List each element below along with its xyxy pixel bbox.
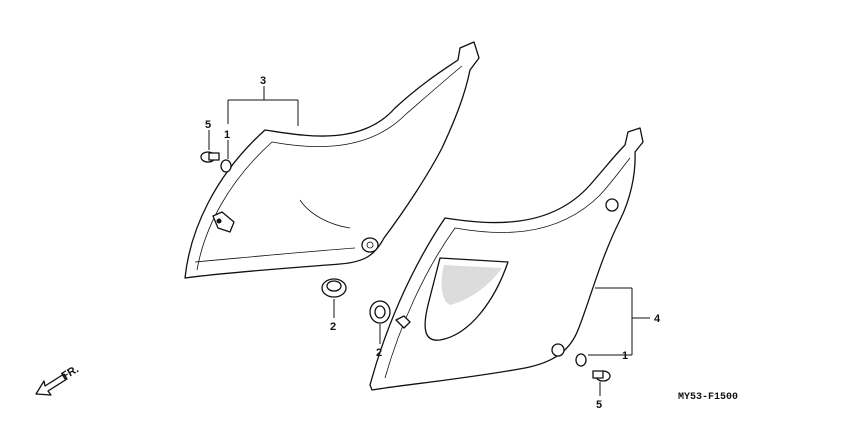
callout-1-right: 1 [622, 350, 628, 362]
right-side-cover [369, 127, 644, 391]
collar-left [220, 159, 232, 173]
callout-3: 3 [260, 75, 266, 87]
left-side-cover [184, 41, 480, 279]
callouts: 3 5 1 2 2 4 1 5 [205, 75, 661, 411]
bolt-left [200, 151, 220, 163]
bolt-right [592, 370, 611, 382]
front-arrow-icon [35, 373, 68, 396]
callout-5-left: 5 [205, 119, 211, 131]
grommet-left [321, 278, 347, 298]
callout-1-left: 1 [224, 129, 230, 141]
direction-label: FR. [60, 363, 81, 382]
clip-mid [395, 315, 411, 329]
front-direction-indicator: FR. [35, 363, 81, 396]
callout-2-left: 2 [330, 321, 336, 333]
callout-2-mid: 2 [376, 347, 382, 359]
collar-right [575, 353, 587, 367]
leader-lines [208, 86, 650, 396]
grommet-mid [369, 300, 391, 324]
callout-4: 4 [654, 313, 661, 325]
drawing-code: MY53-F1500 [678, 392, 738, 403]
callout-5-right: 5 [596, 399, 602, 411]
